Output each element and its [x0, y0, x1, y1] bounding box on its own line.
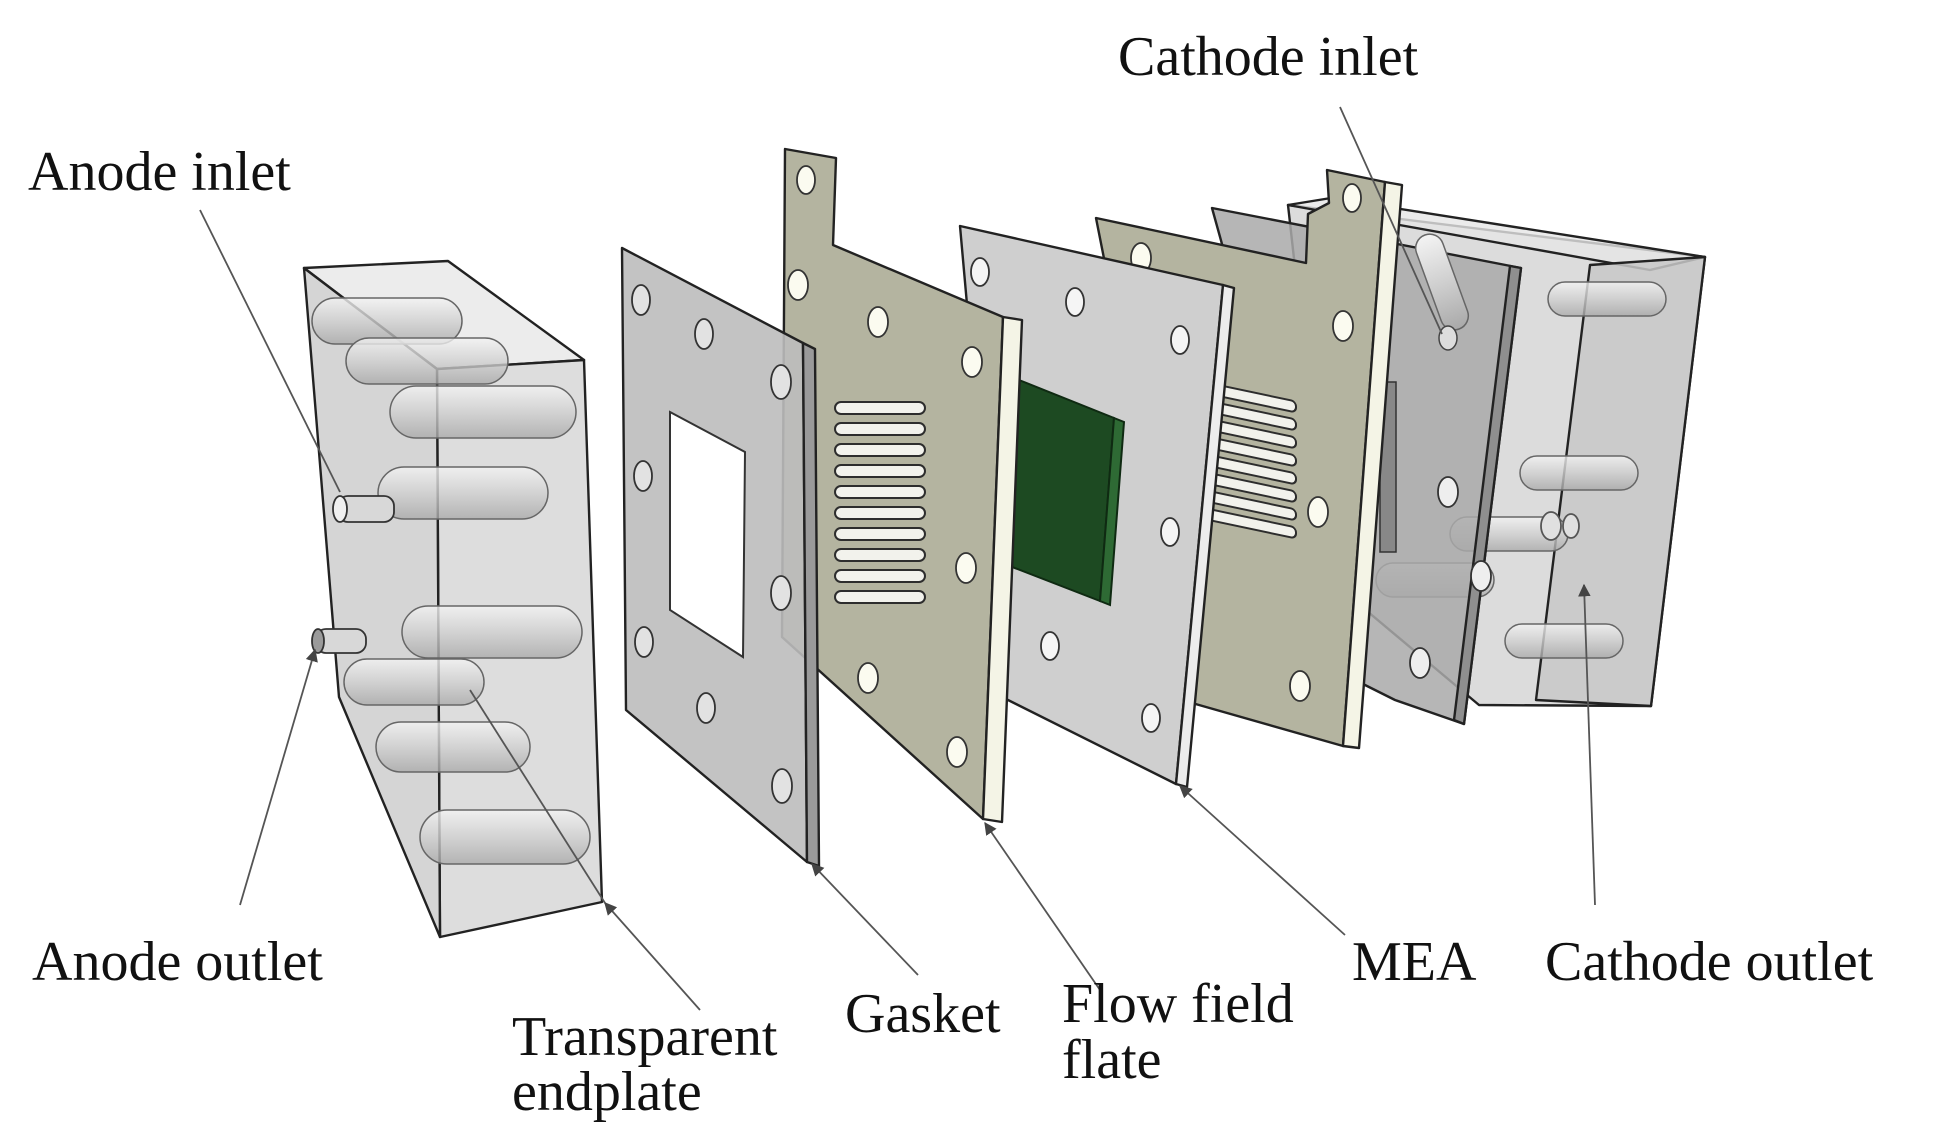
flow-field-leader [984, 821, 1101, 991]
label-transparent-endplate-1: Transparent [512, 1006, 778, 1068]
anode-inlet-leader [199, 209, 341, 493]
label-cathode-inlet: Cathode inlet [1118, 26, 1419, 88]
anode-flow-field-plate [780, 147, 1024, 824]
labels: Cathode inlet Anode inlet Anode outlet T… [28, 26, 1874, 1123]
anode-flow-plate-holes [787, 165, 983, 768]
cathode-inlet-leader [1339, 106, 1443, 335]
gasket [620, 246, 821, 868]
mea-leader [1179, 785, 1346, 936]
leader-lines [199, 106, 1596, 1011]
gasket-window [669, 410, 747, 659]
label-anode-inlet: Anode inlet [28, 141, 291, 203]
gasket-holes [631, 284, 793, 804]
anode-outlet-leader [239, 648, 318, 906]
label-transparent-endplate-2: endplate [512, 1061, 702, 1123]
transparent-endplate-leader [604, 902, 701, 1011]
anode-outlet-port [311, 628, 367, 654]
label-cathode-outlet: Cathode outlet [1545, 931, 1874, 993]
endplate-rods [311, 297, 591, 865]
gasket-leader [811, 863, 919, 976]
transparent-endplate [302, 259, 604, 939]
label-mea: MEA [1352, 931, 1477, 993]
anode-inlet-port [332, 495, 395, 523]
label-gasket: Gasket [845, 983, 1001, 1045]
cathode-flow-plate-holes [1130, 183, 1362, 702]
label-flow-field-2: flate [1062, 1029, 1161, 1091]
transparent-endplate-leader-2 [469, 689, 606, 904]
mea [958, 224, 1236, 789]
cathode-outlet-leader [1578, 583, 1596, 906]
cathode-outlet-port [1540, 511, 1580, 541]
cathode-inlet-port [1414, 233, 1470, 351]
anode-flow-channels [834, 401, 926, 604]
label-flow-field-1: Flow field [1062, 973, 1294, 1035]
label-anode-outlet: Anode outlet [32, 931, 323, 993]
mea-holes [970, 257, 1190, 733]
